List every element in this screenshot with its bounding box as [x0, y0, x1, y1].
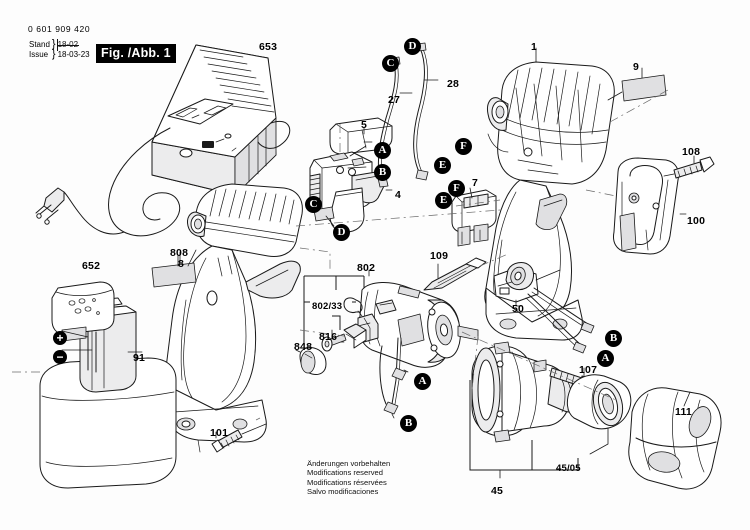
part-clip-802-33	[343, 297, 363, 317]
assembly-axis-lines	[12, 89, 669, 421]
callout-number-100: 100	[687, 215, 706, 227]
connector-marker-d: D	[333, 224, 350, 241]
part-belt-clip-100	[613, 157, 687, 255]
connector-marker-c: C	[382, 55, 399, 72]
callout-number-808: 808	[170, 247, 189, 259]
polarity-marker-minus: −	[53, 350, 67, 364]
callout-number-816: 816	[319, 331, 338, 343]
part-label-808	[151, 249, 197, 288]
callout-number-107: 107	[579, 364, 598, 376]
part-screw-101	[211, 423, 267, 453]
callout-number-45: 45	[491, 485, 504, 497]
callout-number-802: 802	[357, 262, 376, 274]
part-selector-7	[445, 185, 497, 247]
callout-number-109: 109	[430, 250, 449, 262]
callout-number-101: 101	[210, 427, 229, 439]
callout-number-111: 111	[675, 406, 692, 418]
part-charger-653	[35, 44, 291, 237]
footer-line-es: Salvo modificaciones	[307, 487, 379, 497]
footer-line-en: Modifications reserved	[307, 468, 383, 478]
connector-marker-b: B	[400, 415, 417, 432]
callout-number-27: 27	[388, 94, 401, 106]
part-module-50	[493, 262, 595, 354]
polarity-marker-plus: +	[53, 331, 67, 345]
part-brush-cap-848	[295, 333, 347, 375]
callout-number-45-05: 45/05	[556, 463, 581, 474]
connector-marker-e: E	[435, 192, 452, 209]
callout-number-7: 7	[472, 177, 479, 189]
callout-number-652: 652	[82, 260, 101, 272]
brace-top: }	[51, 38, 56, 50]
part-motor-802	[357, 282, 479, 419]
brace-bottom: }	[51, 47, 56, 60]
footer-line-de: Änderungen vorbehalten	[307, 459, 391, 468]
part-nameplate-9	[607, 67, 667, 102]
bracket-45	[469, 380, 579, 479]
part-wire-28	[413, 42, 439, 181]
callout-number-108: 108	[682, 146, 701, 158]
callout-number-848: 848	[294, 341, 313, 353]
callout-number-5: 5	[361, 119, 368, 131]
connector-marker-b: B	[605, 330, 622, 347]
part-battery-91	[39, 281, 177, 489]
connector-marker-e: E	[434, 157, 451, 174]
connector-marker-a: A	[597, 350, 614, 367]
callout-number-50: 50	[512, 303, 525, 315]
issue-label: Issue	[29, 49, 49, 59]
part-collar-45-05	[566, 374, 632, 455]
callout-number-8: 8	[178, 258, 185, 270]
connector-marker-b: B	[374, 164, 391, 181]
footer-line-fr: Modifications réservées	[307, 477, 387, 487]
bracket-802	[303, 269, 370, 349]
callout-number-91: 91	[133, 352, 146, 364]
part-number: 0 601 909 420	[28, 24, 91, 34]
part-screw-108	[663, 155, 715, 179]
part-housing-left	[163, 183, 303, 453]
callout-number-802-33: 802/33	[312, 301, 343, 312]
connector-marker-f: F	[448, 180, 465, 197]
callout-number-28: 28	[447, 78, 460, 90]
callout-number-653: 653	[259, 41, 278, 53]
connector-marker-f: F	[455, 138, 472, 155]
connector-marker-a: A	[374, 142, 391, 159]
connector-marker-d: D	[404, 38, 421, 55]
figure-badge: Fig. /Abb. 1	[96, 44, 176, 63]
connector-marker-a: A	[414, 373, 431, 390]
stand-label: Stand	[29, 40, 50, 49]
disclaimer-footer: Änderungen vorbehalten Modifications res…	[307, 459, 390, 497]
revision-block: Stand } 18-02 Issue } 18-03-23	[28, 38, 91, 60]
connector-marker-c: C	[305, 196, 322, 213]
callout-number-4: 4	[395, 189, 402, 201]
callout-number-1: 1	[531, 41, 538, 53]
stand-date: 18-02	[56, 39, 80, 50]
issue-date: 18-03-23	[57, 49, 90, 59]
callout-number-9: 9	[633, 61, 640, 73]
part-pin-109	[423, 257, 487, 291]
part-boot-111	[628, 387, 722, 490]
